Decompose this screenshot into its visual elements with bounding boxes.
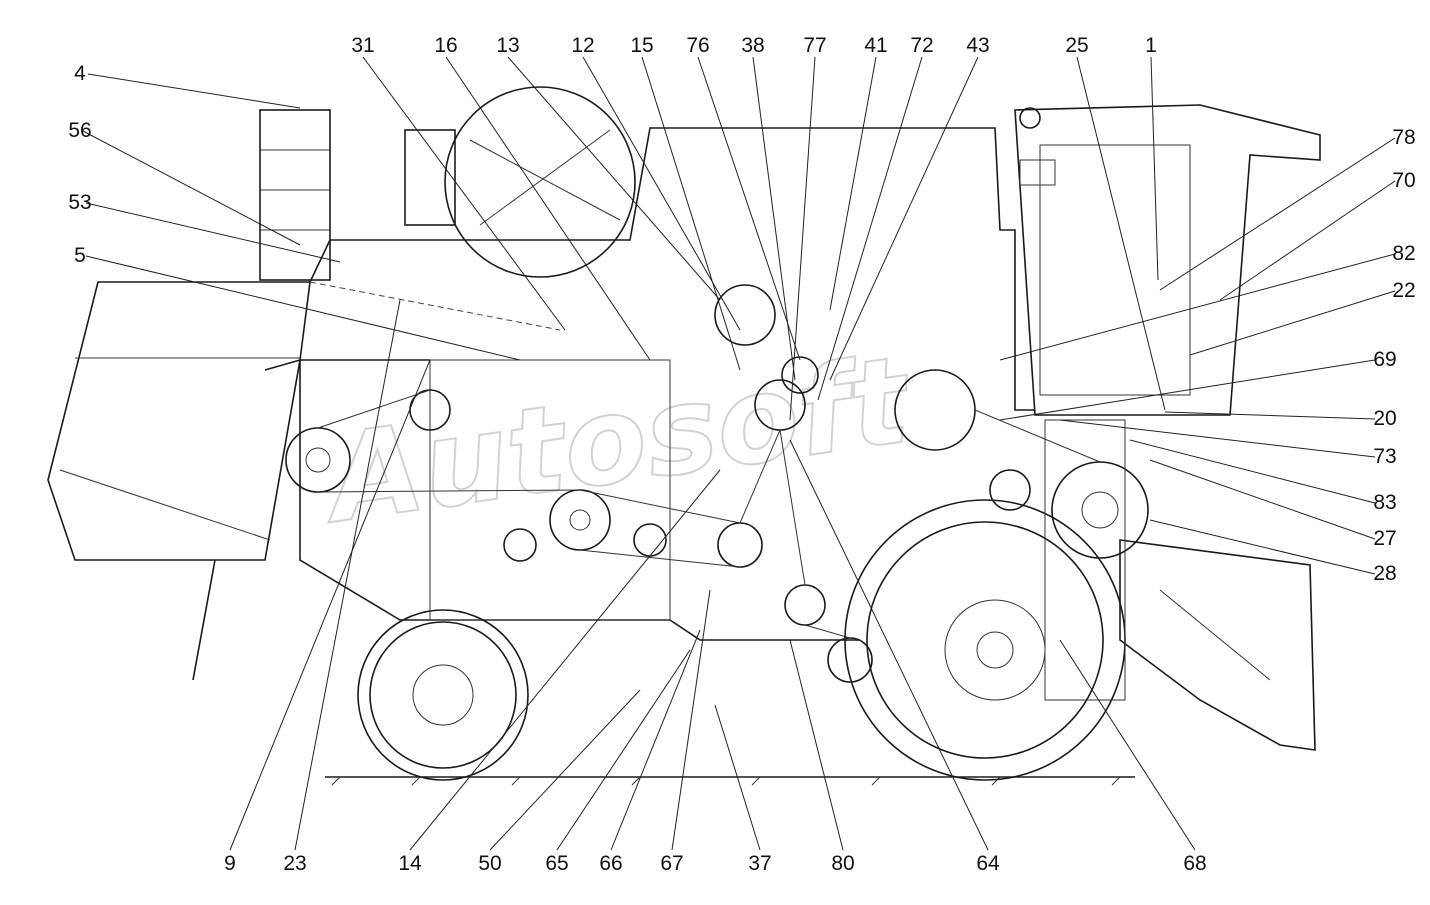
callout-label: 4: [74, 62, 86, 85]
thresher-body: [264, 127, 1035, 641]
callout-label: 12: [571, 34, 594, 57]
callout-label: 73: [1373, 445, 1396, 468]
callout-label: 56: [68, 119, 91, 142]
callout-label: 67: [660, 852, 683, 875]
cooling-drum: [444, 86, 636, 278]
callout-label: 76: [686, 34, 709, 57]
callout-label: 5: [74, 244, 86, 267]
callout-label: 82: [1392, 242, 1415, 265]
callout-label: 38: [741, 34, 764, 57]
callout-label: 41: [864, 34, 887, 57]
callout-label: 25: [1065, 34, 1088, 57]
callout-label: 83: [1373, 491, 1396, 514]
callout-label: 31: [351, 34, 374, 57]
callout-label: 22: [1392, 279, 1415, 302]
callout-label: 65: [545, 852, 568, 875]
ground-hatching: [331, 776, 1121, 786]
callout-label: 1: [1145, 34, 1157, 57]
drive-belts: [317, 389, 1101, 639]
callout-label: 69: [1373, 348, 1396, 371]
callout-label: 64: [976, 852, 1000, 875]
air-filter: [404, 129, 456, 226]
callout-label: 77: [803, 34, 826, 57]
watermark: Autosoft: [313, 331, 921, 551]
callout-label: 9: [224, 852, 236, 875]
callout-label: 43: [966, 34, 989, 57]
callout-label: 28: [1373, 562, 1396, 585]
callout-label: 68: [1183, 852, 1206, 875]
header: [47, 281, 311, 681]
callout-label: 72: [910, 34, 933, 57]
ladder: [259, 109, 331, 281]
leader-lines: [82, 56, 1396, 851]
callout-label: 16: [434, 34, 457, 57]
callout-label: 70: [1392, 169, 1415, 192]
callout-label: 80: [831, 852, 854, 875]
callout-label: 15: [630, 34, 653, 57]
rear-steer-wheel: [357, 609, 529, 781]
callout-label: 53: [68, 191, 91, 214]
callout-label: 20: [1373, 407, 1396, 430]
callout-label: 66: [599, 852, 622, 875]
operator-cab: [1014, 104, 1321, 416]
callout-label: 27: [1373, 527, 1396, 550]
callout-label: 37: [748, 852, 771, 875]
callout-label: 23: [283, 852, 306, 875]
callout-label: 13: [496, 34, 519, 57]
callout-label: 14: [398, 852, 422, 875]
callout-label: 78: [1392, 126, 1415, 149]
feeder-assembly: [1044, 419, 1316, 751]
callout-label: 50: [478, 852, 501, 875]
